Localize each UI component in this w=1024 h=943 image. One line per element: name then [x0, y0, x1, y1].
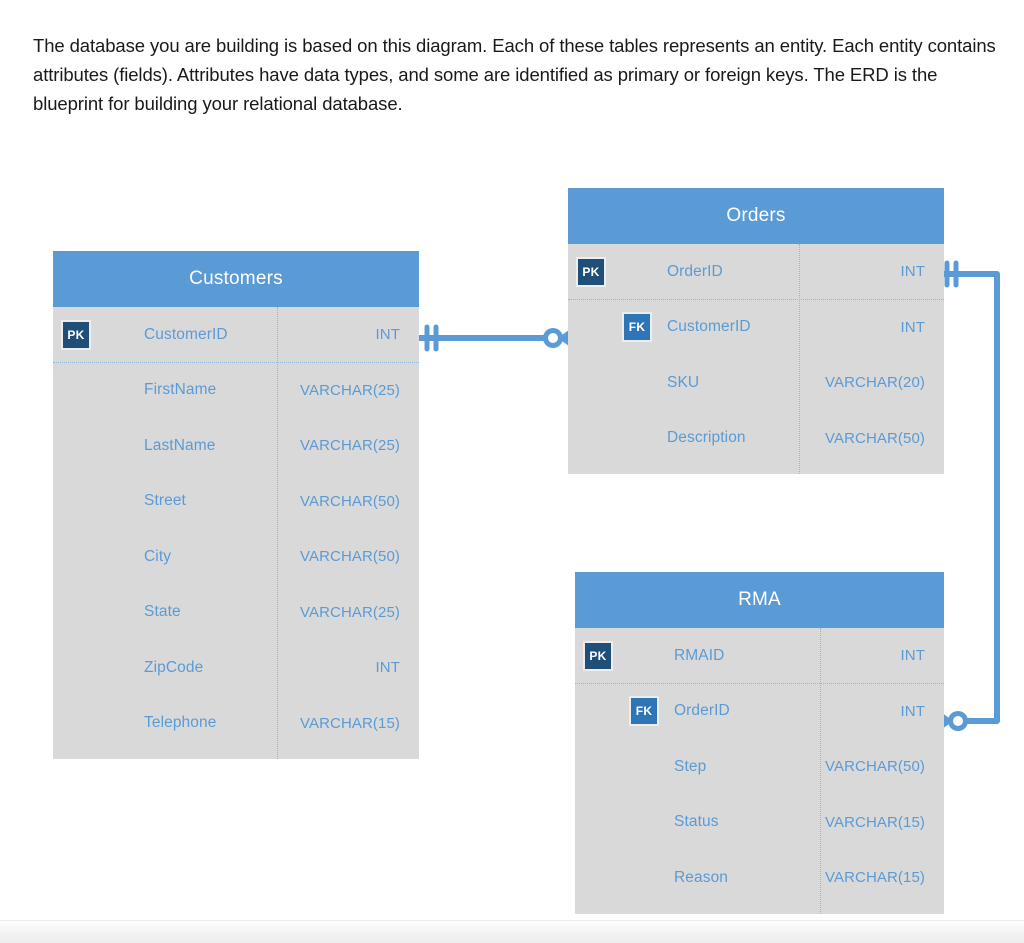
- attribute-type: VARCHAR(15): [299, 714, 400, 732]
- attribute-name: Telephone: [144, 714, 217, 732]
- attribute-name: Reason: [674, 868, 729, 886]
- attribute-type: INT: [375, 326, 400, 344]
- attribute-type: INT: [900, 263, 925, 281]
- pk-badge: PK: [61, 319, 91, 350]
- attribute-name: ZipCode: [144, 658, 204, 676]
- pk-badge: PK: [583, 640, 613, 671]
- table-row[interactable]: Reason VARCHAR(15): [575, 850, 944, 906]
- attribute-name: CustomerID: [667, 318, 751, 336]
- attribute-name: Street: [144, 492, 186, 510]
- attribute-type: VARCHAR(50): [824, 429, 925, 447]
- pk-badge: PK: [576, 256, 606, 287]
- entity-customers-attributes: PK CustomerID INT FirstName VARCHAR(25) …: [53, 307, 419, 759]
- entity-rma-attributes: PK RMAID INT FK OrderID INT Step VARCHAR…: [575, 628, 944, 914]
- attribute-type: VARCHAR(25): [299, 381, 400, 399]
- attribute-name: Description: [667, 429, 746, 447]
- page-bottom-band: [0, 920, 1024, 943]
- entity-orders-title: Orders: [568, 188, 944, 244]
- intro-paragraph: The database you are building is based o…: [33, 34, 996, 114]
- table-row[interactable]: FK CustomerID INT: [568, 300, 944, 356]
- attribute-type: VARCHAR(25): [299, 437, 400, 455]
- relationship-customers-orders: [411, 324, 579, 352]
- attribute-name: RMAID: [674, 646, 725, 664]
- attribute-type: INT: [900, 647, 925, 665]
- table-row[interactable]: LastName VARCHAR(25): [53, 418, 419, 474]
- table-row[interactable]: Telephone VARCHAR(15): [53, 696, 419, 752]
- attribute-name: Status: [674, 813, 719, 831]
- attribute-type: VARCHAR(50): [299, 548, 400, 566]
- attribute-name: FirstName: [144, 381, 217, 399]
- entity-customers[interactable]: Customers PK CustomerID INT FirstName VA…: [53, 251, 419, 759]
- table-row[interactable]: ZipCode INT: [53, 640, 419, 696]
- table-row[interactable]: FK OrderID INT: [575, 684, 944, 740]
- attribute-name: Step: [674, 757, 707, 775]
- table-row[interactable]: PK CustomerID INT: [53, 307, 419, 363]
- table-row[interactable]: City VARCHAR(50): [53, 529, 419, 585]
- table-row[interactable]: PK RMAID INT: [575, 628, 944, 684]
- entity-orders-attributes: PK OrderID INT FK CustomerID INT SKU VAR…: [568, 244, 944, 474]
- attribute-type: VARCHAR(50): [299, 492, 400, 510]
- table-row[interactable]: FirstName VARCHAR(25): [53, 363, 419, 419]
- table-row[interactable]: Description VARCHAR(50): [568, 411, 944, 467]
- attribute-name: LastName: [144, 436, 216, 454]
- table-row[interactable]: PK OrderID INT: [568, 244, 944, 300]
- table-row[interactable]: Status VARCHAR(15): [575, 795, 944, 851]
- entity-rma[interactable]: RMA PK RMAID INT FK OrderID INT Step VAR…: [575, 572, 944, 914]
- attribute-type: VARCHAR(15): [824, 869, 925, 887]
- attribute-type: VARCHAR(15): [824, 813, 925, 831]
- table-row[interactable]: State VARCHAR(25): [53, 585, 419, 641]
- attribute-name: SKU: [667, 373, 700, 391]
- fk-badge: FK: [622, 312, 652, 343]
- attribute-name: CustomerID: [144, 325, 228, 343]
- relationship-orders-rma: [932, 260, 1000, 734]
- entity-orders[interactable]: Orders PK OrderID INT FK CustomerID INT …: [568, 188, 944, 474]
- table-row[interactable]: SKU VARCHAR(20): [568, 355, 944, 411]
- attribute-type: VARCHAR(25): [299, 603, 400, 621]
- attribute-name: OrderID: [674, 702, 730, 720]
- table-row[interactable]: Street VARCHAR(50): [53, 474, 419, 530]
- attribute-type: VARCHAR(20): [824, 374, 925, 392]
- fk-badge: FK: [629, 696, 659, 727]
- attribute-name: City: [144, 547, 172, 565]
- entity-rma-title: RMA: [575, 572, 944, 628]
- entity-customers-title: Customers: [53, 251, 419, 307]
- attribute-name: State: [144, 603, 181, 621]
- table-row[interactable]: Step VARCHAR(50): [575, 739, 944, 795]
- attribute-type: INT: [375, 659, 400, 677]
- attribute-type: VARCHAR(50): [824, 758, 925, 776]
- attribute-type: INT: [900, 702, 925, 720]
- attribute-type: INT: [900, 318, 925, 336]
- attribute-name: OrderID: [667, 262, 723, 280]
